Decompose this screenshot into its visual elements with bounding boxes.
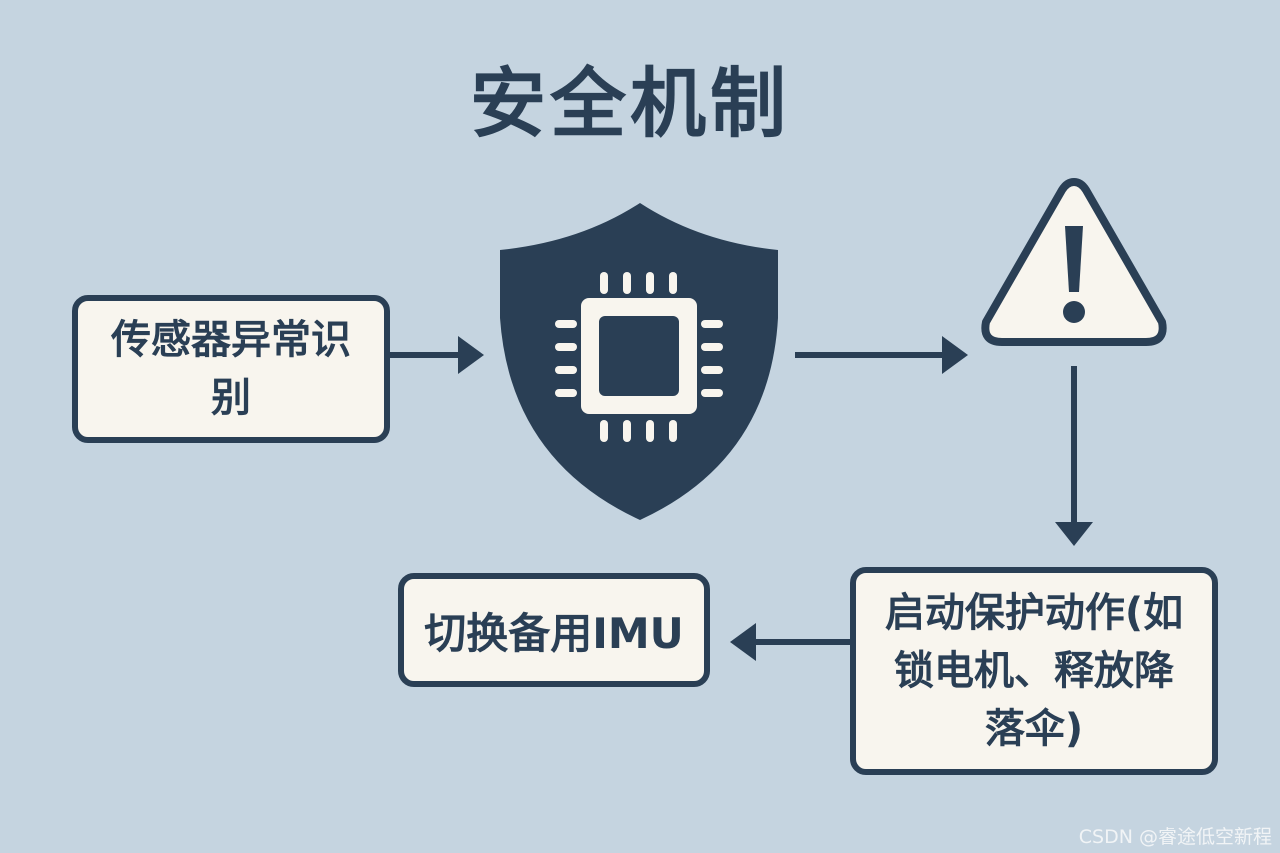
node-sensor-anomaly: 传感器异常识别	[72, 295, 390, 443]
arrow-shield-to-warning	[795, 336, 968, 374]
warning-triangle-icon	[981, 178, 1167, 346]
watermark: CSDN @睿途低空新程	[1078, 826, 1272, 848]
node-switch-imu: 切换备用IMU	[398, 573, 710, 687]
node-protection-action-label: 启动保护动作(如锁电机、释放降落伞)	[884, 590, 1184, 752]
diagram-title: 安全机制	[470, 59, 790, 148]
node-protection-action: 启动保护动作(如锁电机、释放降落伞)	[850, 567, 1218, 775]
arrow-warning-to-action	[1055, 366, 1093, 546]
shield-chip-icon	[500, 203, 778, 520]
node-switch-imu-label: 切换备用IMU	[424, 608, 684, 658]
arrow-action-to-imu	[730, 623, 850, 661]
arrow-sensor-to-shield	[390, 336, 484, 374]
node-sensor-anomaly-label: 传感器异常识别	[111, 317, 351, 421]
